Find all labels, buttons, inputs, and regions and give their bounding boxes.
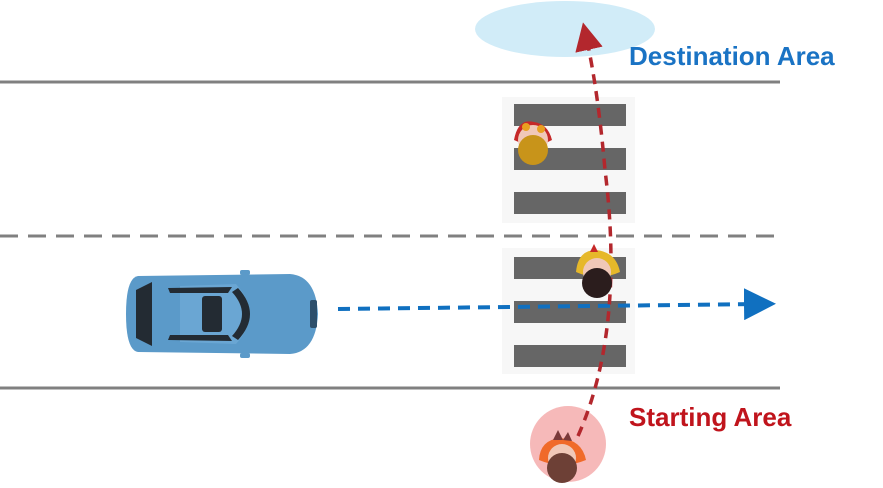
pedestrian-icon <box>539 430 586 483</box>
destination-zone <box>475 1 655 57</box>
starting-area-label: Starting Area <box>629 402 792 432</box>
destination-area-label: Destination Area <box>629 41 835 71</box>
pedestrian-path-arrow <box>575 22 613 437</box>
vehicle-path-arrow <box>337 288 776 321</box>
crosswalk-stripe <box>514 345 626 367</box>
crosswalk-stripe <box>514 192 626 214</box>
car-icon <box>126 270 318 358</box>
pedestrian-icon <box>514 121 552 165</box>
crosswalk-upper <box>502 97 635 223</box>
pedestrian-icon <box>576 244 620 298</box>
